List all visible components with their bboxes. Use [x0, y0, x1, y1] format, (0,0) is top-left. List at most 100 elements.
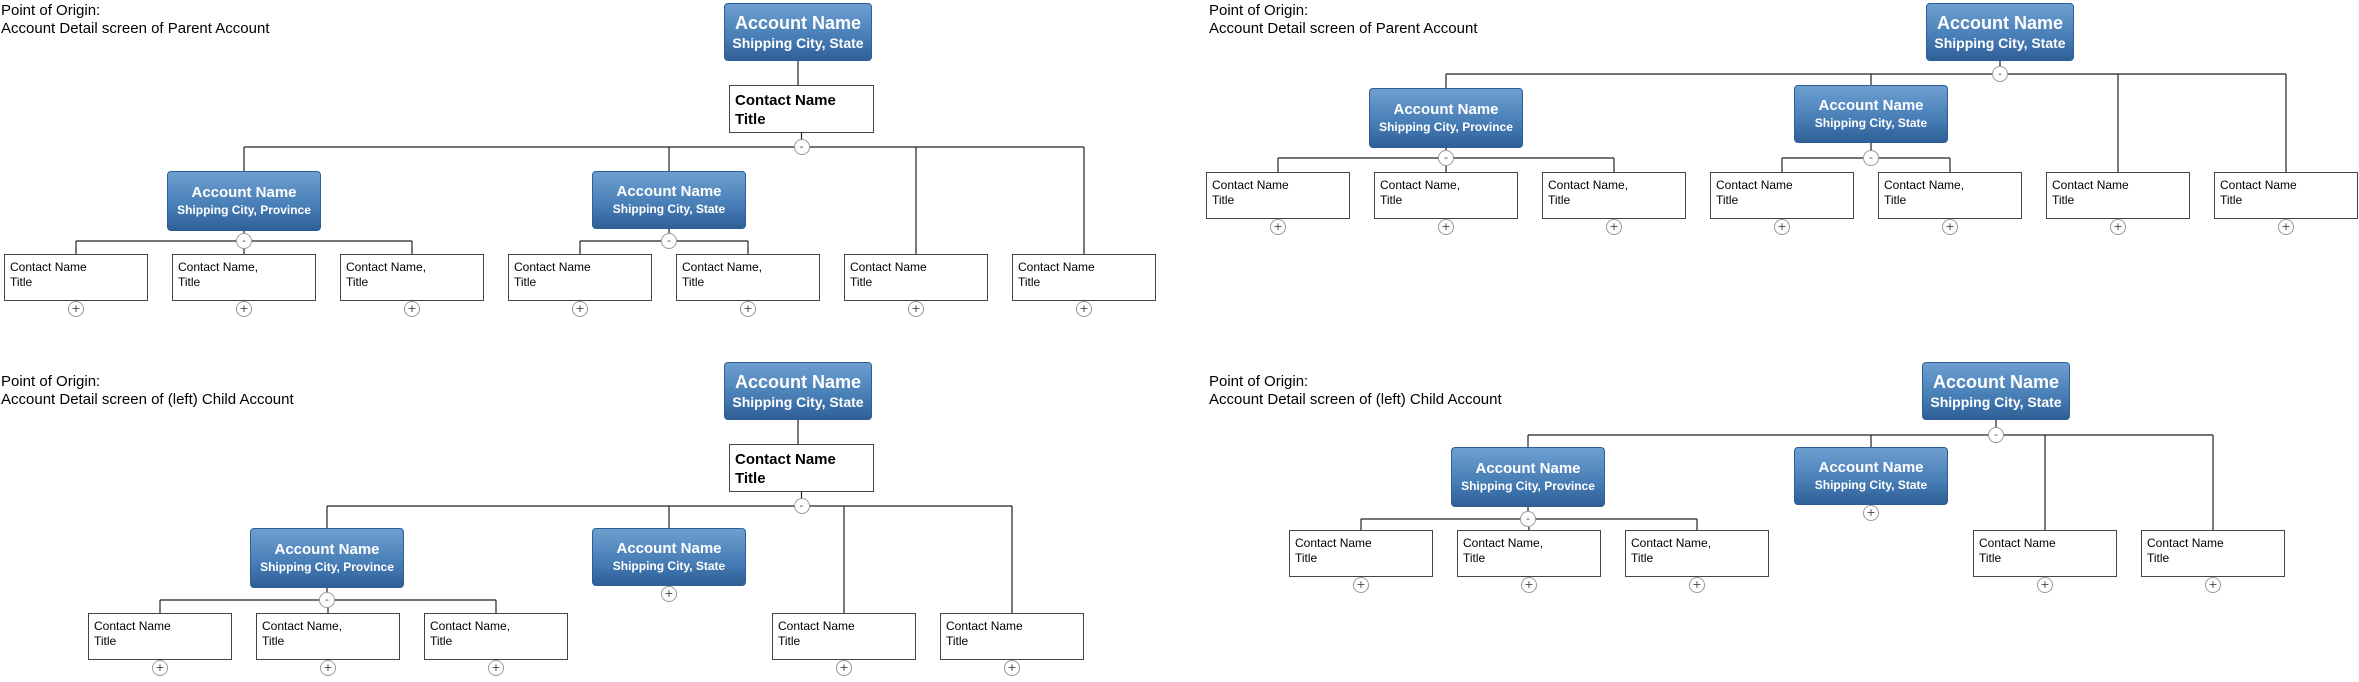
contact-node[interactable]: Contact Name,Title: [340, 254, 484, 301]
contact-node[interactable]: Contact Name,Title: [172, 254, 316, 301]
expand-toggle-icon[interactable]: +: [1004, 660, 1020, 676]
contact-node[interactable]: Contact Name,Title: [256, 613, 400, 660]
account-location: Shipping City, State: [1814, 115, 1928, 130]
expand-toggle-icon[interactable]: +: [572, 301, 588, 317]
expand-toggle-icon[interactable]: +: [1353, 577, 1369, 593]
contact-name: Contact Name: [10, 260, 87, 274]
collapse-toggle-icon[interactable]: -: [793, 139, 810, 155]
expand-toggle-icon[interactable]: +: [1942, 219, 1958, 235]
account-location: Shipping City, State: [732, 393, 864, 410]
collapse-toggle-icon[interactable]: -: [1520, 511, 1536, 527]
expand-toggle-icon[interactable]: +: [320, 660, 336, 676]
contact-title: Title: [1018, 275, 1041, 289]
contact-name: Contact Name: [2147, 536, 2224, 550]
contact-node[interactable]: Contact Name,Title: [1457, 530, 1601, 577]
expand-toggle-icon[interactable]: +: [1863, 505, 1879, 521]
collapse-toggle-icon[interactable]: -: [1863, 150, 1879, 166]
expand-toggle-icon[interactable]: +: [488, 660, 504, 676]
collapse-toggle-icon[interactable]: -: [319, 592, 335, 608]
contact-title: Title: [2220, 193, 2243, 207]
expand-toggle-icon[interactable]: +: [1689, 577, 1705, 593]
contact-title: Title: [262, 634, 285, 648]
expand-toggle-icon[interactable]: +: [1076, 301, 1092, 317]
collapse-toggle-icon[interactable]: -: [1438, 150, 1454, 166]
expand-toggle-icon[interactable]: +: [2278, 219, 2294, 235]
contact-name: Contact Name: [778, 619, 855, 633]
expand-toggle-icon[interactable]: +: [152, 660, 168, 676]
expand-toggle-icon[interactable]: +: [661, 586, 677, 602]
expand-toggle-icon[interactable]: +: [1270, 219, 1286, 235]
contact-node[interactable]: Contact Name,Title: [424, 613, 568, 660]
collapse-toggle-icon[interactable]: -: [793, 498, 810, 514]
expand-toggle-icon[interactable]: +: [1521, 577, 1537, 593]
expand-toggle-icon[interactable]: +: [836, 660, 852, 676]
contact-node[interactable]: Contact Name,Title: [1542, 172, 1686, 219]
expand-toggle-icon[interactable]: +: [908, 301, 924, 317]
expand-toggle-icon[interactable]: +: [2037, 577, 2053, 593]
collapse-toggle-icon[interactable]: -: [1992, 66, 2008, 82]
account-name: Account Name: [1818, 458, 1924, 476]
point-of-origin-caption: Point of Origin: Account Detail screen o…: [1, 2, 269, 38]
contact-node[interactable]: Contact Name,Title: [1625, 530, 1769, 577]
contact-title: Title: [735, 470, 766, 487]
contact-name: Contact Name: [850, 260, 927, 274]
expand-toggle-icon[interactable]: +: [1438, 219, 1454, 235]
contact-name: Contact Name: [1979, 536, 2056, 550]
caption-label: Point of Origin:: [1209, 2, 1309, 19]
expand-toggle-icon[interactable]: +: [404, 301, 420, 317]
contact-node[interactable]: Contact Name,Title: [1374, 172, 1518, 219]
contact-title: Title: [946, 634, 969, 648]
contact-node[interactable]: Contact Name,Title: [1878, 172, 2022, 219]
contact-node[interactable]: Contact Name,Title: [676, 254, 820, 301]
collapse-toggle-icon[interactable]: -: [661, 233, 677, 249]
expand-toggle-icon[interactable]: +: [2205, 577, 2221, 593]
contact-name: Contact Name: [2220, 178, 2297, 192]
contact-title: Title: [1631, 551, 1654, 565]
contact-title: Title: [682, 275, 705, 289]
contact-name: Contact Name,: [178, 260, 259, 274]
expand-toggle-icon[interactable]: +: [740, 301, 756, 317]
contact-name: Contact Name,: [1884, 178, 1965, 192]
contact-name: Contact Name: [514, 260, 591, 274]
expand-toggle-icon[interactable]: +: [68, 301, 84, 317]
expand-toggle-icon[interactable]: +: [236, 301, 252, 317]
expand-toggle-icon[interactable]: +: [2110, 219, 2126, 235]
collapse-toggle-icon[interactable]: -: [1988, 427, 2004, 443]
expand-toggle-icon[interactable]: +: [1606, 219, 1622, 235]
contact-title: Title: [430, 634, 453, 648]
contact-title: Title: [10, 275, 33, 289]
contact-title: Title: [178, 275, 201, 289]
contact-name: Contact Name,: [430, 619, 511, 633]
collapse-toggle-icon[interactable]: -: [236, 233, 252, 249]
account-location: Shipping City, State: [732, 34, 864, 51]
expand-toggle-icon[interactable]: +: [1774, 219, 1790, 235]
